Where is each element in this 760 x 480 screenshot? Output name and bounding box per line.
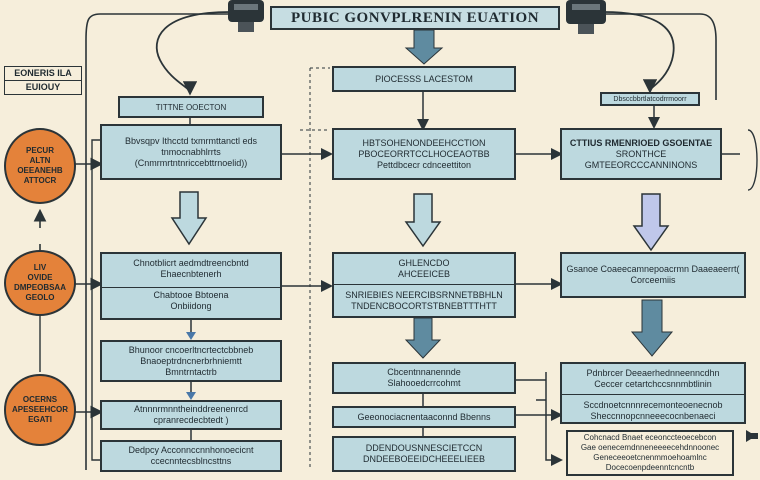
right-box-1-line-2: SRONTHCE (615, 148, 667, 159)
center-box-1-line-1: HBTSOHENONDEEHCCTION (362, 137, 486, 148)
process-circle-2: LIV OVIDE DMPEOBSAA GEOLO (4, 250, 76, 316)
circle-1-line-2: ALTN (29, 156, 51, 165)
right-box-3-line-2: Ceccer cetartchccsnnmbtlinin (594, 379, 712, 389)
left-box-5-line-1: Dedpcy Acconnccnnhonoecicnt (128, 445, 254, 455)
right-box-4-line-3: Geneceeoetcnenmmoehoamlnc (593, 453, 707, 462)
right-box-4: Cohcnacd Bnaet eceonccteoecebcon Gae oen… (566, 430, 734, 476)
right-box-1-line-3: GMTEEORCCCANNINONS (584, 159, 698, 170)
circle-3-line-3: EGATI (28, 415, 52, 424)
center-box-3-line-1: Cbcentnnanennde (387, 367, 461, 377)
center-box-2-line-3: SNRIEBIES NEERCIBSRNNETBBHLN (345, 290, 503, 300)
center-header-text: PIOCESSS LACESTOM (375, 73, 473, 84)
center-box-2-line-4: TNDENCBOCORTSTBNEBTTTHTT (351, 301, 497, 311)
center-box-3-line-2: Slahooedcrrcohmt (387, 378, 461, 388)
left-box-4-line-2: cpranrecdecbtedt ) (153, 415, 229, 425)
left-box-2-divider (102, 287, 280, 288)
right-box-1-line-1: CTTIUS RMENRIOED GSOENTAE (569, 137, 713, 148)
circle-1-line-1: PECUR (25, 146, 54, 155)
center-box-5-line-1: DDENDOUSNNESCIETCCN (365, 443, 483, 453)
left-box-3-line-2: Bnaoeptrdncnerbrhniemtt (140, 355, 242, 366)
left-header-text: TITTNE OOECTON (155, 102, 227, 112)
left-box-2-line-2: Ehaecnbtenerh (160, 269, 222, 279)
diagram-title: PUBIC GONVPLRENIN EUATION (270, 6, 560, 30)
left-box-3: Bhunoor cncoerltncrtectcbbneb Bnaoeptrdn… (100, 340, 282, 382)
left-box-3-line-3: Bmntrntactrb (165, 366, 217, 377)
center-box-3: Cbcentnnanennde Slahooedcrrcohmt (332, 362, 516, 394)
top-left-label-line2: EUIOUY (4, 81, 82, 95)
right-header-box: Dbsccbbrtlatcodrrmoorr (600, 92, 700, 106)
circle-2-line-4: GEOLO (25, 293, 55, 302)
right-box-2: Gsanoe Coaeecamnepoacrmn Daaeaeerrt( Cor… (560, 252, 746, 298)
left-box-2: Chnotblicrt aedmdtreencbntd Ehaecnbtener… (100, 252, 282, 320)
left-box-3-line-1: Bhunoor cncoerltncrtectcbbneb (128, 344, 254, 355)
right-box-1: CTTIUS RMENRIOED GSOENTAE SRONTHCE GMTEE… (560, 128, 722, 180)
circle-2-line-3: DMPEOBSAA (13, 283, 66, 292)
center-box-4: Geeonociacnentaaconnd Bbenns (332, 406, 516, 428)
circle-1-line-4: ATTOCR (23, 176, 57, 185)
right-box-4-line-1: Cohcnacd Bnaet eceonccteoecebcon (583, 433, 717, 442)
left-box-1-line-3: (Cnmrmrtntnriccebttrnoelid)) (134, 157, 248, 168)
right-box-3-divider (562, 394, 744, 395)
circle-1-line-3: OEEANEHB (17, 166, 63, 175)
right-box-4-line-4: Docecoenpdeenntcncntb (605, 463, 695, 472)
circle-2-line-2: OVIDE (27, 273, 53, 282)
center-header-box: PIOCESSS LACESTOM (332, 66, 516, 92)
right-box-3-line-4: Sheccnnopcnneeecocnbenaeci (590, 411, 716, 421)
left-box-2-line-3: Chabtooe Bbtoena (153, 290, 229, 300)
right-box-2-line-1: Gsanoe Coaeecamnepoacrmn Daaeaeerrt( (566, 264, 740, 274)
center-box-2-line-2: AHCEEICEB (397, 269, 450, 279)
center-box-2-line-1: GHLENCDO (398, 258, 450, 268)
circle-3-line-2: APESEEHCOR (11, 405, 68, 414)
plug-icon-right (566, 0, 606, 34)
left-box-1-line-2: tnmocnabhlrrts (161, 146, 221, 157)
left-box-1: Bbvsqpv Ithcctd txmrmttanctl eds tnmocna… (100, 124, 282, 180)
center-box-2-divider (334, 284, 514, 285)
center-box-1-line-2: PBOCEORRTCCLHOCEAOTBB (358, 148, 490, 159)
center-box-4-text: Geeonociacnentaaconnd Bbenns (357, 411, 491, 422)
center-box-5-line-2: DNDEEBOEEIDCHEEELIEEB (362, 454, 486, 464)
left-box-4-line-1: Atnnnrmnntheinddreenenrcd (133, 404, 249, 414)
right-box-3-line-1: Pdnbrcer Deeaerhednneenncdhn (586, 368, 720, 378)
right-box-3-line-3: Sccdnoetcnnnrecemonteoenecnob (583, 400, 723, 410)
circle-3-line-1: OCERNS (22, 395, 58, 404)
circle-2-line-1: LIV (33, 263, 47, 272)
left-box-1-line-1: Bbvsqpv Ithcctd txmrmttanctl eds (124, 135, 258, 146)
center-box-1-line-3: Pettdbcecr cdnceettiton (376, 159, 472, 170)
right-box-2-line-2: Corceemiis (630, 275, 676, 285)
center-box-1: HBTSOHENONDEEHCCTION PBOCEORRTCCLHOCEAOT… (332, 128, 516, 180)
top-left-label: EONERIS ILA EUIOUY (4, 66, 82, 95)
right-header-text: Dbsccbbrtlatcodrrmoorr (613, 95, 687, 103)
process-circle-3: OCERNS APESEEHCOR EGATI (4, 374, 76, 446)
left-header-box: TITTNE OOECTON (118, 96, 264, 118)
right-box-4-line-2: Gae oenecemdnneneeeecehdnnoonec (580, 443, 720, 452)
top-left-label-line1: EONERIS ILA (4, 66, 82, 81)
diagram-title-text: PUBIC GONVPLRENIN EUATION (290, 9, 540, 26)
center-box-2: GHLENCDO AHCEEICEB SNRIEBIES NEERCIBSRNN… (332, 252, 516, 318)
left-box-2-line-1: Chnotblicrt aedmdtreencbntd (133, 258, 249, 268)
right-box-3: Pdnbrcer Deeaerhednneenncdhn Ceccer ceta… (560, 362, 746, 424)
plug-icon-left (228, 0, 264, 32)
left-box-4: Atnnnrmnntheinddreenenrcd cpranrecdecbte… (100, 400, 282, 430)
left-box-2-line-4: Onbiidong (170, 301, 212, 311)
left-box-5-line-2: ccecnntecsblncsttns (150, 456, 232, 466)
center-box-5: DDENDOUSNNESCIETCCN DNDEEBOEEIDCHEEELIEE… (332, 436, 516, 472)
process-circle-1: PECUR ALTN OEEANEHB ATTOCR (4, 128, 76, 204)
left-box-5: Dedpcy Acconnccnnhonoecicnt ccecnntecsbl… (100, 440, 282, 472)
